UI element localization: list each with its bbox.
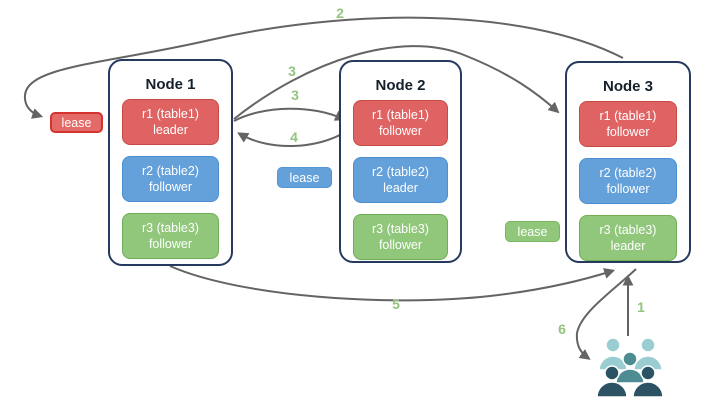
step-label-5: 5 <box>392 296 400 312</box>
replica-name: r3 (table3) <box>142 221 199 235</box>
arrow-step3-node1-to-node3 <box>233 45 560 120</box>
node-2: Node 2 r1 (table1) follower r2 (table2) … <box>339 60 462 263</box>
step-label-2: 2 <box>336 5 344 21</box>
node-3: Node 3 r1 (table1) follower r2 (table2) … <box>565 61 691 263</box>
replica-role: follower <box>148 180 193 194</box>
step-label-3b: 3 <box>291 87 299 103</box>
node-1-replica-r3: r3 (table3) follower <box>122 213 219 259</box>
clients-users-icon <box>596 337 664 398</box>
arrow-step3-node1-to-node2 <box>233 107 346 122</box>
replica-name: r1 (table1) <box>599 109 657 123</box>
node-2-replica-r3: r3 (table3) follower <box>353 214 448 260</box>
replica-role: follower <box>378 124 423 138</box>
replica-role: leader <box>383 181 418 195</box>
replica-name: r1 (table1) <box>142 107 199 121</box>
step-label-3a: 3 <box>288 63 296 79</box>
replica-role: leader <box>153 123 188 137</box>
replica-name: r3 (table3) <box>372 222 429 236</box>
arrow-step2-node3-to-lease1 <box>23 16 624 119</box>
replica-role: leader <box>610 239 646 253</box>
lease-badge-table2: lease <box>277 167 332 188</box>
replica-role: follower <box>606 125 650 139</box>
arrow-step6-node3-to-clients <box>575 268 637 360</box>
lease-badge-table1: lease <box>50 112 103 133</box>
node-1-replica-r1: r1 (table1) leader <box>122 99 219 145</box>
lease-badge-table3: lease <box>505 221 560 242</box>
replica-name: r3 (table3) <box>599 223 657 237</box>
node-3-replica-r3: r3 (table3) leader <box>579 215 677 261</box>
node-1-replica-r2: r2 (table2) follower <box>122 156 219 202</box>
arrow-step5-node1-to-node3 <box>169 265 616 302</box>
replica-name: r2 (table2) <box>372 165 429 179</box>
step-label-4: 4 <box>290 129 298 145</box>
node-2-replica-r1: r1 (table1) follower <box>353 100 448 146</box>
replica-name: r2 (table2) <box>142 164 199 178</box>
person-front-right-icon <box>632 365 664 398</box>
person-back-left-icon <box>598 337 628 371</box>
node-2-title: Node 2 <box>375 77 426 94</box>
node-3-replica-r1: r1 (table1) follower <box>579 101 677 147</box>
replica-role: follower <box>606 182 650 196</box>
node-3-title: Node 3 <box>602 78 653 95</box>
node-1-title: Node 1 <box>145 76 196 93</box>
step-label-1: 1 <box>637 299 645 315</box>
replica-role: follower <box>378 238 423 252</box>
person-back-right-icon <box>633 337 663 371</box>
person-front-left-icon <box>596 365 628 398</box>
node-1: Node 1 r1 (table1) leader r2 (table2) fo… <box>108 59 233 266</box>
node-2-replica-r2: r2 (table2) leader <box>353 157 448 203</box>
replica-role: follower <box>148 237 193 251</box>
replica-name: r1 (table1) <box>372 108 429 122</box>
node-3-replica-r2: r2 (table2) follower <box>579 158 677 204</box>
arrow-step4-node2-to-node1 <box>237 130 348 148</box>
step-label-6: 6 <box>558 321 566 337</box>
replica-name: r2 (table2) <box>599 166 657 180</box>
